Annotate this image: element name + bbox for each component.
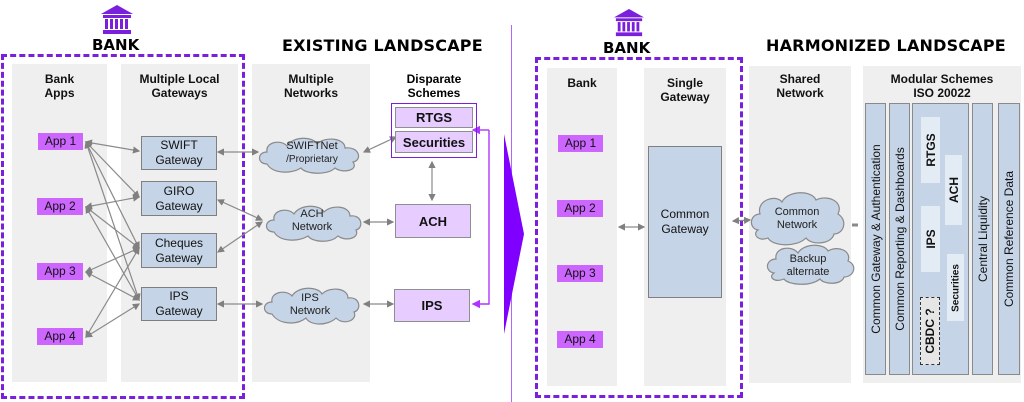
app-2-box[interactable]: App 2 bbox=[557, 200, 603, 217]
cbdc-module[interactable]: CBDC ? bbox=[920, 297, 940, 365]
swiftnet-network-label: SWIFTNet/Proprietary bbox=[286, 140, 338, 165]
transition-arrow-icon bbox=[504, 134, 524, 334]
bank-icon bbox=[614, 8, 644, 37]
securities-scheme-box[interactable]: Securities bbox=[395, 131, 473, 153]
ach-module[interactable]: ACH bbox=[945, 155, 962, 225]
column-header: Multiple Local Gateways bbox=[139, 72, 220, 100]
common-network-cloud-icon bbox=[750, 192, 845, 246]
rtgs-securities-group bbox=[391, 103, 477, 158]
harmonized-landscape-title: HARMONIZED LANDSCAPE bbox=[766, 36, 1006, 55]
swiftnet-cloud-icon bbox=[258, 137, 360, 174]
ips-scheme-box[interactable]: IPS bbox=[394, 289, 470, 322]
column-header: Modular Schemes ISO 20022 bbox=[890, 72, 994, 100]
app-4-box[interactable]: App 4 bbox=[37, 328, 83, 345]
app-1-box[interactable]: App 1 bbox=[558, 135, 603, 152]
backup-network-cloud-icon bbox=[766, 244, 855, 285]
rtgs-scheme-box[interactable]: RTGS bbox=[395, 107, 473, 128]
central-liquidity-module[interactable]: Central Liquidity bbox=[972, 103, 993, 375]
column-header: Single Gateway bbox=[660, 76, 710, 104]
common-gateway-authentication-module[interactable]: Common Gateway & Authentication bbox=[865, 103, 886, 375]
app-2-box[interactable]: App 2 bbox=[37, 198, 83, 215]
app-4-box[interactable]: App 4 bbox=[557, 331, 603, 348]
common-reporting-dashboards-module[interactable]: Common Reporting & Dashboards bbox=[889, 103, 910, 375]
connector-lines-harmonized bbox=[617, 216, 858, 231]
securities-module[interactable]: Securities bbox=[947, 254, 964, 321]
ips-module[interactable]: IPS bbox=[921, 206, 940, 272]
column-header: Shared Network bbox=[776, 72, 824, 100]
connector-lines-existing bbox=[84, 125, 490, 339]
bank-boundary-harmonized bbox=[535, 57, 743, 398]
bank-icon bbox=[101, 5, 133, 34]
common-reference-data-module[interactable]: Common Reference Data bbox=[998, 103, 1020, 375]
app-3-box[interactable]: App 3 bbox=[37, 263, 83, 280]
column-header: Multiple Networks bbox=[283, 72, 339, 100]
ips-network-cloud-icon bbox=[263, 287, 360, 325]
ach-scheme-box[interactable]: ACH bbox=[395, 204, 471, 238]
ach-network-cloud-icon bbox=[265, 205, 362, 242]
app-3-box[interactable]: App 3 bbox=[557, 265, 603, 282]
bank-label: BANK bbox=[92, 36, 140, 54]
column-schemes-header: Disparate Schemes bbox=[406, 72, 462, 100]
bank-label: BANK bbox=[603, 39, 651, 57]
column-header: Bank bbox=[567, 76, 597, 90]
rtgs-module[interactable]: RTGS bbox=[921, 117, 940, 183]
column-header: Bank Apps bbox=[44, 72, 75, 100]
app-1-box[interactable]: App 1 bbox=[38, 133, 83, 150]
existing-landscape-title: EXISTING LANDSCAPE bbox=[282, 36, 483, 55]
